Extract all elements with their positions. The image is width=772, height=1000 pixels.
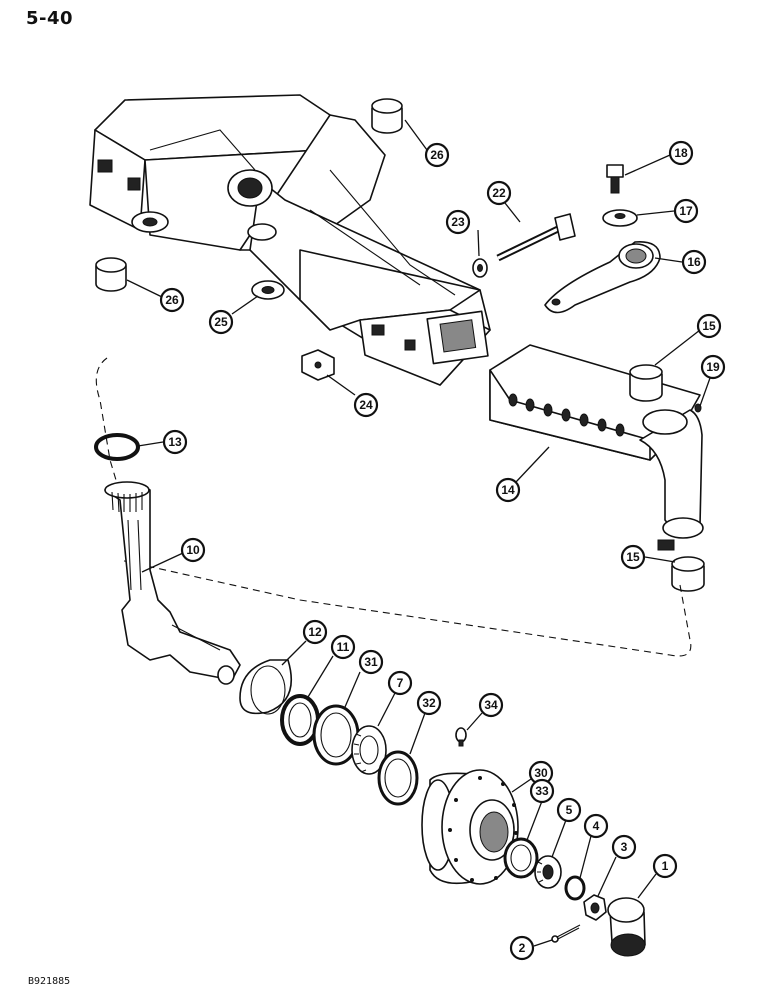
bearing-cone-7 bbox=[351, 725, 387, 775]
washer-17 bbox=[602, 209, 638, 227]
callout-15-upper: 15 bbox=[696, 313, 722, 339]
svg-text:34: 34 bbox=[484, 698, 498, 712]
callout-25: 25 bbox=[208, 309, 234, 335]
seal-13 bbox=[94, 433, 140, 461]
svg-text:17: 17 bbox=[679, 204, 693, 218]
leader-lines bbox=[126, 119, 711, 947]
callout-16: 16 bbox=[681, 249, 707, 275]
bearing-cone-5 bbox=[534, 855, 562, 889]
bearing-cup-33 bbox=[503, 837, 539, 879]
callout-11: 11 bbox=[330, 634, 356, 660]
svg-text:3: 3 bbox=[621, 840, 628, 854]
bushing-15-lower bbox=[671, 556, 705, 592]
svg-text:7: 7 bbox=[397, 676, 404, 690]
grease-fitting-19 bbox=[694, 403, 702, 413]
callout-26-lower: 26 bbox=[159, 287, 185, 313]
svg-text:32: 32 bbox=[422, 696, 436, 710]
washer-23 bbox=[472, 258, 488, 278]
callout-31: 31 bbox=[358, 649, 384, 675]
bolt-22 bbox=[496, 213, 576, 262]
bushing-26-lower bbox=[95, 257, 127, 292]
block-24 bbox=[301, 349, 335, 381]
cotter-pin-2 bbox=[551, 924, 581, 943]
svg-text:26: 26 bbox=[430, 148, 444, 162]
svg-text:19: 19 bbox=[706, 360, 720, 374]
callout-14: 14 bbox=[495, 477, 521, 503]
callout-24: 24 bbox=[353, 392, 379, 418]
svg-text:10: 10 bbox=[186, 543, 200, 557]
bolt-18 bbox=[606, 164, 624, 194]
steering-arm-16 bbox=[544, 241, 661, 314]
svg-text:22: 22 bbox=[492, 186, 506, 200]
svg-text:23: 23 bbox=[451, 215, 465, 229]
svg-text:11: 11 bbox=[337, 640, 350, 654]
callout-17: 17 bbox=[673, 198, 699, 224]
svg-text:30: 30 bbox=[534, 766, 548, 780]
svg-text:14: 14 bbox=[501, 483, 515, 497]
svg-text:26: 26 bbox=[165, 293, 179, 307]
svg-text:4: 4 bbox=[593, 819, 600, 833]
slinger-12 bbox=[239, 659, 292, 715]
grease-fitting-34 bbox=[455, 727, 467, 747]
axle-main-beam bbox=[89, 94, 491, 386]
assembly-dashed-line bbox=[95, 357, 692, 657]
svg-text:16: 16 bbox=[687, 255, 701, 269]
svg-text:13: 13 bbox=[168, 435, 182, 449]
callout-18: 18 bbox=[668, 140, 694, 166]
svg-text:12: 12 bbox=[308, 625, 322, 639]
svg-text:15: 15 bbox=[626, 550, 640, 564]
callout-23: 23 bbox=[445, 209, 471, 235]
callout-26-upper: 26 bbox=[424, 142, 450, 168]
callout-4: 4 bbox=[583, 813, 609, 839]
wheel-hub-30 bbox=[421, 769, 519, 885]
svg-text:25: 25 bbox=[214, 315, 228, 329]
callout-15-lower: 15 bbox=[620, 544, 646, 570]
steering-spindle-10 bbox=[104, 481, 241, 685]
figure-code: B921885 bbox=[28, 976, 71, 987]
bearing-cup-31 bbox=[312, 704, 360, 766]
hub-cap-1 bbox=[607, 897, 646, 957]
bushing-26-upper bbox=[371, 98, 403, 134]
callout-5: 5 bbox=[556, 797, 582, 823]
bearing-cup-32 bbox=[377, 750, 419, 806]
page-number: 5-40 bbox=[26, 8, 74, 29]
callout-33: 33 bbox=[529, 778, 555, 804]
callout-34: 34 bbox=[478, 692, 504, 718]
svg-text:2: 2 bbox=[519, 941, 526, 955]
callout-3: 3 bbox=[611, 834, 637, 860]
svg-text:31: 31 bbox=[364, 655, 378, 669]
svg-text:5: 5 bbox=[566, 803, 573, 817]
washer-4 bbox=[564, 875, 586, 901]
callout-32: 32 bbox=[416, 690, 442, 716]
callout-22: 22 bbox=[486, 180, 512, 206]
callout-2: 2 bbox=[509, 935, 535, 961]
callout-7: 7 bbox=[387, 670, 413, 696]
axle-extension-14 bbox=[489, 344, 704, 551]
svg-text:1: 1 bbox=[662, 859, 669, 873]
castle-nut-3 bbox=[583, 894, 607, 921]
svg-text:18: 18 bbox=[674, 146, 688, 160]
bushing-15-upper bbox=[629, 364, 663, 402]
svg-text:33: 33 bbox=[535, 784, 549, 798]
callout-12: 12 bbox=[302, 619, 328, 645]
callout-13: 13 bbox=[162, 429, 188, 455]
callout-19: 19 bbox=[700, 354, 726, 380]
svg-text:24: 24 bbox=[359, 398, 373, 412]
callout-30: 30 bbox=[528, 760, 554, 786]
callout-10: 10 bbox=[180, 537, 206, 563]
callout-1: 1 bbox=[652, 853, 678, 879]
svg-text:15: 15 bbox=[702, 319, 716, 333]
